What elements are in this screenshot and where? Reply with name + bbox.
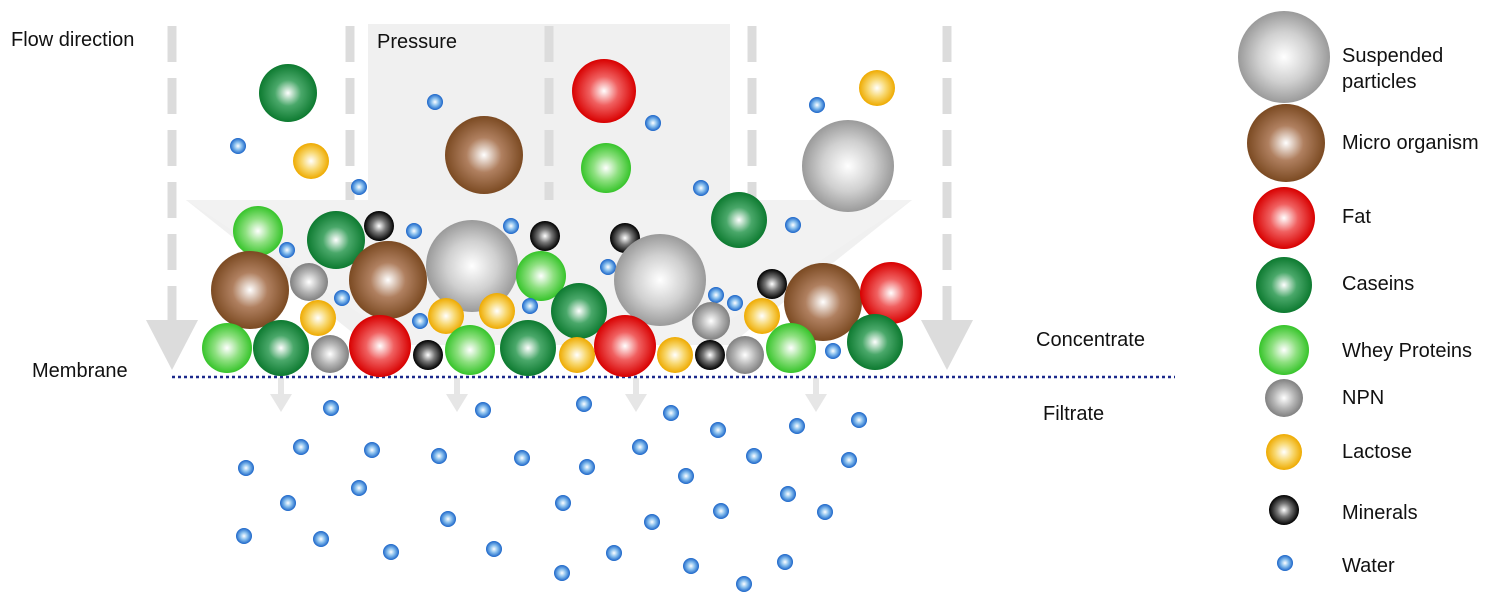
particle-npn [311,335,349,373]
particle-minerals [695,340,725,370]
particle-caseins [500,320,556,376]
concentrate-label: Concentrate [1036,329,1145,351]
filtrate-label: Filtrate [1043,403,1105,425]
particle-water [351,179,367,195]
particle-water [427,94,443,110]
particle-fat [860,262,922,324]
particle-minerals [413,340,443,370]
particles [202,59,922,377]
particle-whey [445,325,495,375]
legend-swatch-micro [1247,104,1325,182]
particle-npn [726,336,764,374]
particle-caseins [847,314,903,370]
particle-minerals [364,211,394,241]
permeate-arrows [270,378,827,412]
legend-swatch-caseins [1256,257,1312,313]
legend-label-fat: Fat [1342,206,1371,228]
particle-water [522,298,538,314]
particle-lactose [744,298,780,334]
particle-caseins [551,283,607,339]
particle-water [406,223,422,239]
pressure-label: Pressure [377,31,458,53]
particle-water [825,343,841,359]
particle-minerals [757,269,787,299]
particle-water [503,218,519,234]
particle-lactose [293,143,329,179]
legend-swatch-lactose [1266,434,1302,470]
particle-water [334,290,350,306]
particle-water [412,313,428,329]
legend-label-water: Water [1342,555,1395,577]
particle-water [600,259,616,275]
particle-micro [211,251,289,329]
particle-lactose [479,293,515,329]
particle-water [809,97,825,113]
flow-arrowhead-right [921,320,973,370]
particle-lactose [300,300,336,336]
particle-npn [692,302,730,340]
particle-whey [516,251,566,301]
particle-caseins [259,64,317,122]
particle-water [279,242,295,258]
particle-minerals [530,221,560,251]
particle-caseins [711,192,767,248]
legend-label-caseins: Caseins [1342,273,1415,295]
legend-swatch-suspended [1238,11,1330,103]
particle-npn [290,263,328,301]
particle-whey [581,143,631,193]
legend-label-lactose: Lactose [1342,441,1413,463]
particle-water [785,217,801,233]
legend-swatch-fat [1253,187,1315,249]
legend-label-npn: NPN [1342,387,1385,409]
particle-micro [445,116,523,194]
particle-whey [233,206,283,256]
flow-direction-label: Flow direction [11,29,135,51]
legend-label-whey: Whey Proteins [1342,340,1473,362]
particle-lactose [428,298,464,334]
flow-arrows [167,26,952,326]
particle-fat [594,315,656,377]
filtrate-water [236,396,867,592]
membrane-label: Membrane [32,360,128,382]
particle-whey [202,323,252,373]
particle-water [645,115,661,131]
legend-swatch-minerals [1269,495,1299,525]
particle-suspended [614,234,706,326]
particle-water [708,287,724,303]
legend-label-suspended: Suspended particles [1342,45,1444,93]
particle-caseins [253,320,309,376]
particle-whey [766,323,816,373]
particle-lactose [657,337,693,373]
legend-label-micro: Micro organism [1342,132,1479,154]
particle-fat [572,59,636,123]
legend-label-minerals: Minerals [1342,502,1418,524]
legend-swatch-whey [1259,325,1309,375]
particle-micro [784,263,862,341]
legend-swatches [1238,11,1330,571]
particle-lactose [859,70,895,106]
particle-fat [349,315,411,377]
flow-arrowhead-left [146,320,198,370]
legend-swatch-npn [1265,379,1303,417]
particle-suspended [426,220,518,312]
particle-suspended [802,120,894,212]
particle-water [693,180,709,196]
particle-caseins [307,211,365,269]
particle-water [727,295,743,311]
particle-micro [349,241,427,319]
particle-lactose [559,337,595,373]
particle-water [230,138,246,154]
legend-swatch-water [1277,555,1293,571]
